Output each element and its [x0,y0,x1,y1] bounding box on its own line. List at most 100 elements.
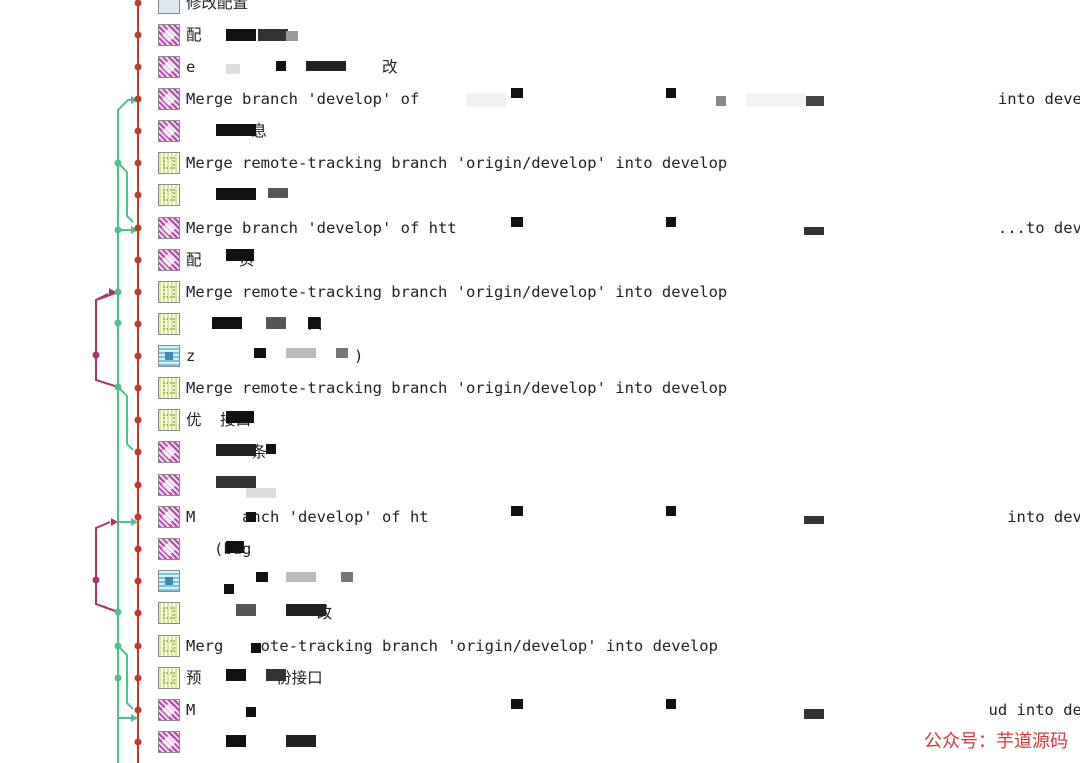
commit-node[interactable] [134,127,142,135]
commit-node[interactable] [114,159,122,167]
redaction-block [216,444,256,456]
commit-node[interactable] [134,545,142,553]
commit-node[interactable] [134,481,142,489]
commit-node[interactable] [114,383,122,391]
commit-node[interactable] [114,319,122,327]
commit-row[interactable]: 优 接口 [158,409,254,431]
commit-node[interactable] [134,0,142,7]
merge-arrowhead [111,518,118,526]
redaction-block [286,604,326,616]
redaction-block [236,604,256,616]
commit-node[interactable] [134,159,142,167]
commit-message: Merge branch 'develop' of htt ...to deve… [186,219,1080,237]
commit-row[interactable]: (bug [158,538,251,560]
commit-row[interactable]: 条 [158,441,276,463]
commit-row[interactable]: 口 [158,313,323,335]
commit-node[interactable] [134,320,142,328]
redaction-block [804,227,824,235]
redaction-block [268,188,288,198]
commit-row[interactable]: Merge remote-tracking branch 'origin/dev… [158,152,727,174]
commit-row[interactable] [158,474,276,498]
commit-message: 修改配置 [186,0,249,12]
redaction-block [216,188,256,200]
commit-row[interactable]: M anch 'develop' of ht into develop [158,506,1080,528]
author-avatar [158,313,180,335]
commit-row[interactable]: e 改 [158,56,397,78]
commit-node[interactable] [134,256,142,264]
author-avatar [158,602,180,624]
commit-node[interactable] [114,608,122,616]
author-avatar [158,506,180,528]
commit-node[interactable] [134,513,142,521]
commit-node[interactable] [92,576,100,584]
commit-node[interactable] [134,352,142,360]
commit-node[interactable] [134,448,142,456]
merge-arrowhead [131,96,138,104]
redaction-block [511,88,523,98]
redaction-block [266,444,276,454]
commit-node[interactable] [134,738,142,746]
commit-row[interactable]: Merge branch 'develop' of htt ...to deve… [158,217,1080,239]
commit-node[interactable] [134,288,142,296]
commit-row[interactable]: 改 [158,602,332,624]
redaction-block [286,572,316,582]
commit-node[interactable] [134,31,142,39]
redaction-block [511,506,523,516]
author-avatar [158,635,180,657]
commit-node[interactable] [134,224,142,232]
magenta-branch-line [95,291,119,388]
commit-row[interactable]: 息 [158,120,267,142]
redaction-block [286,31,298,41]
commit-node[interactable] [134,706,142,714]
commit-node[interactable] [134,577,142,585]
commit-node[interactable] [134,609,142,617]
commit-row[interactable]: 配 页 [158,249,254,271]
green-branch-line [117,162,134,223]
commit-node[interactable] [114,288,122,296]
redaction-block [341,572,353,582]
commit-row[interactable]: M ud into develop [158,699,1080,721]
commit-message: e 改 [186,58,398,76]
commit-node[interactable] [134,95,142,103]
redaction-block [466,93,506,107]
commit-row[interactable]: z ) [158,345,363,367]
commit-message: Merg ote-tracking branch 'origin/develop… [186,637,718,655]
commit-row[interactable] [158,731,316,753]
author-avatar [158,0,180,14]
redaction-block [216,476,256,488]
commit-node[interactable] [114,226,122,234]
commit-row[interactable]: Merge branch 'develop' of into develop [158,88,1080,110]
author-avatar [158,88,180,110]
commit-row[interactable]: 预 份接口 [158,667,323,689]
author-avatar [158,699,180,721]
commit-message: Merge remote-tracking branch 'origin/dev… [186,154,728,172]
redaction-block [286,348,316,358]
commit-node[interactable] [134,674,142,682]
redaction-block [258,29,288,41]
commit-message: z ) [186,347,364,365]
redaction-block [226,64,240,74]
redaction-block [666,88,676,98]
author-avatar [158,538,180,560]
magenta-merge-line [95,293,109,301]
commit-node[interactable] [92,351,100,359]
redaction-block [746,93,806,107]
commit-node[interactable] [114,674,122,682]
redaction-block [246,707,256,717]
commit-node[interactable] [114,642,122,650]
merge-arrowhead [131,518,138,526]
commit-node[interactable] [134,63,142,71]
commit-row[interactable]: Merge remote-tracking branch 'origin/dev… [158,281,727,303]
commit-row[interactable] [158,184,288,206]
commit-row[interactable]: Merge remote-tracking branch 'origin/dev… [158,377,727,399]
commit-row[interactable] [158,570,353,594]
commit-node[interactable] [134,191,142,199]
redaction-block [226,735,246,747]
commit-node[interactable] [134,642,142,650]
commit-row[interactable]: Merg ote-tracking branch 'origin/develop… [158,635,718,657]
redaction-block [251,643,261,653]
commit-row[interactable]: 配 [158,24,298,46]
commit-node[interactable] [134,384,142,392]
commit-row[interactable]: 修改配置 [158,0,248,14]
commit-node[interactable] [134,416,142,424]
